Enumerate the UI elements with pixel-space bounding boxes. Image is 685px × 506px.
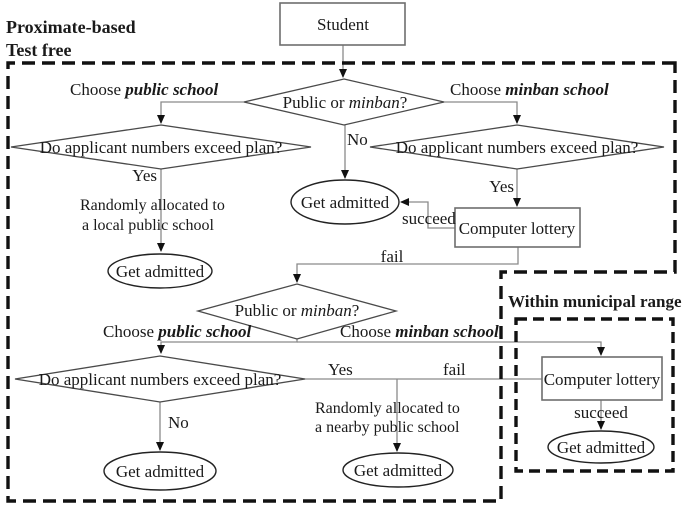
test-free-region-label-line2: Test free [6, 40, 71, 60]
connector-succeed-1 [400, 198, 455, 229]
decision-public-or-minban-2-label: Public or minban? [235, 301, 360, 320]
connector-public-branch-2 [157, 339, 298, 354]
edge-label-yes-1: Yes [132, 166, 157, 185]
succeed-label-1: succeed [402, 209, 456, 228]
municipal-region-label: Within municipal range [508, 292, 682, 311]
get-admitted-label-3: Get admitted [116, 462, 205, 481]
decision-exceed-plan-left-label: Do applicant numbers exceed plan? [40, 138, 283, 157]
edge-label-yes-2: Yes [489, 177, 514, 196]
choose-minban-school-label-2: Choose minban school [340, 322, 499, 341]
get-admitted-label-4: Get admitted [354, 461, 443, 480]
decision-exceed-plan-left [10, 124, 312, 170]
fail-label-2: fail [443, 360, 466, 379]
student-label: Student [317, 15, 369, 34]
edge-label-yes-3: Yes [328, 360, 353, 379]
random-nearby-annotation-line2: a nearby public school [315, 419, 460, 436]
computer-lottery-label-1: Computer lottery [459, 219, 576, 238]
get-admitted-label-2: Get admitted [116, 262, 205, 281]
decision-exceed-plan-bottom-label: Do applicant numbers exceed plan? [39, 370, 282, 389]
decision-public-or-minban-1 [243, 78, 445, 126]
get-admitted-label-5: Get admitted [557, 438, 646, 457]
choose-public-school-label-2: Choose public school [103, 322, 252, 341]
decision-public-or-minban-1-label: Public or minban? [283, 93, 408, 112]
random-local-annotation-line1: Randomly allocated to [80, 197, 225, 214]
decision-exceed-plan-right-label: Do applicant numbers exceed plan? [396, 138, 639, 157]
test-free-region-border [6, 61, 677, 503]
computer-lottery-label-2: Computer lottery [544, 370, 661, 389]
get-admitted-label-1: Get admitted [301, 193, 390, 212]
municipal-region-border [514, 317, 675, 473]
connector-minban-branch-2 [297, 341, 605, 356]
edge-label-no-1: No [347, 130, 368, 149]
edge-label-no-2: No [168, 413, 189, 432]
fail-label-1: fail [381, 247, 404, 266]
choose-minban-school-label-1: Choose minban school [450, 80, 609, 99]
student-box [279, 2, 406, 46]
test-free-region-label-line1: Proximate-based [6, 17, 136, 37]
decision-exceed-plan-bottom [14, 355, 306, 403]
connector-minban-branch-1 [444, 101, 521, 124]
get-admitted-ellipse-1 [290, 179, 400, 225]
connector-public-branch-1 [157, 101, 244, 124]
succeed-label-2: succeed [574, 403, 628, 422]
decision-public-or-minban-2 [195, 283, 399, 340]
choose-public-school-label-1: Choose public school [70, 80, 219, 99]
get-admitted-ellipse-2 [107, 253, 213, 289]
get-admitted-ellipse-3 [103, 451, 217, 491]
computer-lottery-box-1 [454, 207, 581, 248]
computer-lottery-box-2 [541, 356, 663, 401]
get-admitted-ellipse-4 [342, 452, 454, 488]
random-local-annotation-line2: a local public school [82, 217, 215, 234]
decision-exceed-plan-right [369, 124, 665, 170]
random-nearby-annotation-line1: Randomly allocated to [315, 400, 460, 417]
get-admitted-ellipse-5 [547, 430, 655, 464]
connector-fail-1 [293, 247, 519, 283]
